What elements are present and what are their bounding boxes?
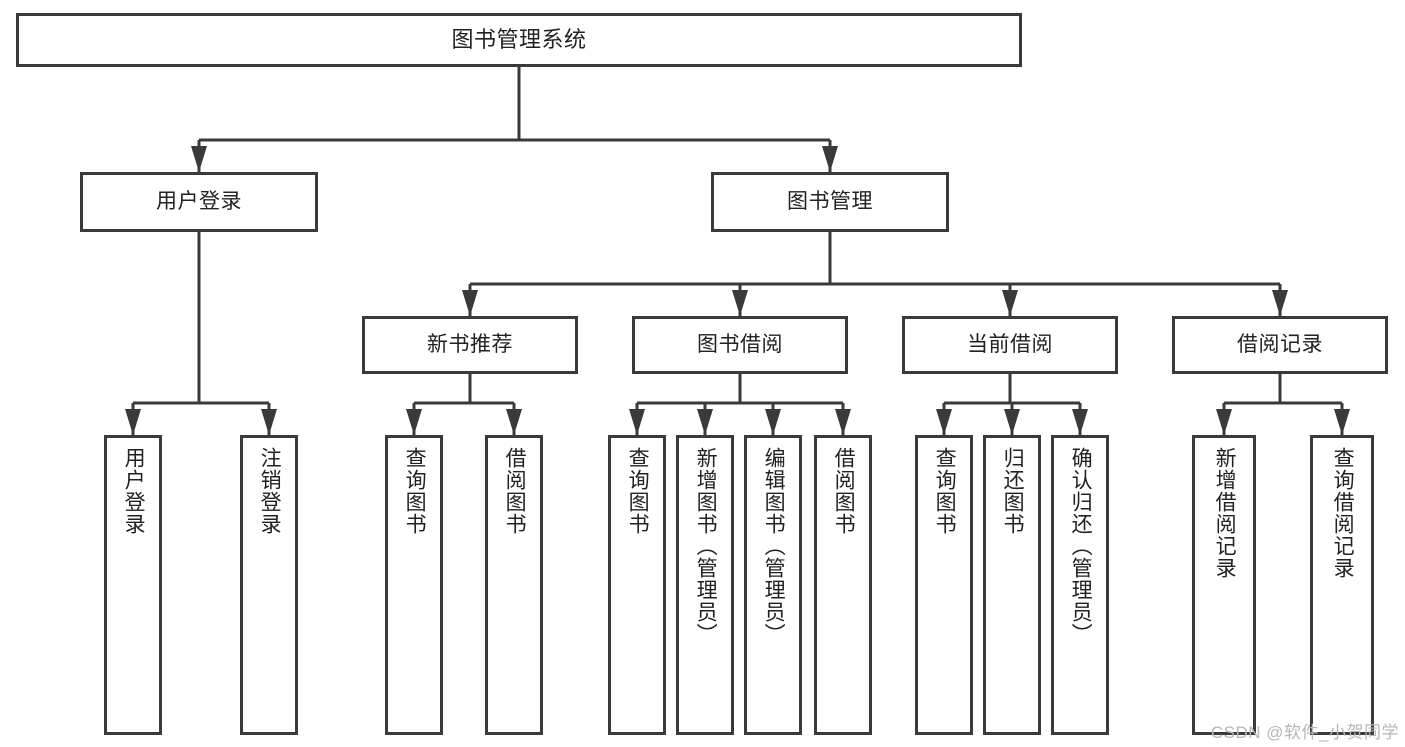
node-label: 新书推荐 <box>427 333 513 357</box>
arrowhead-icon <box>261 409 277 435</box>
node-label: 查询图书 <box>403 447 427 535</box>
node-bookmgmt[interactable]: 图书管理 <box>711 172 949 232</box>
node-leaf-cur-2[interactable]: 归还图书 <box>983 435 1041 735</box>
arrowhead-icon <box>506 409 522 435</box>
arrowhead-icon <box>835 409 851 435</box>
node-label: 用户登录 <box>122 447 146 535</box>
arrowhead-icon <box>1216 409 1232 435</box>
node-label: 图书管理系统 <box>451 26 587 52</box>
arrowhead-icon <box>125 409 141 435</box>
node-label: 图书管理 <box>787 190 873 214</box>
arrowhead-icon <box>732 290 748 316</box>
node-leaf-borrow-4[interactable]: 借阅图书 <box>814 435 872 735</box>
node-leaf-rec-1[interactable]: 新增借阅记录 <box>1192 435 1256 735</box>
node-login[interactable]: 用户登录 <box>80 172 318 232</box>
arrowhead-icon <box>1272 290 1288 316</box>
node-root[interactable]: 图书管理系统 <box>16 13 1022 67</box>
node-records[interactable]: 借阅记录 <box>1172 316 1388 374</box>
node-label: 当前借阅 <box>967 333 1053 357</box>
node-leaf-borrow-2[interactable]: 新增图书（管理员） <box>676 435 734 735</box>
arrowhead-icon <box>1002 290 1018 316</box>
node-leaf-cur-3[interactable]: 确认归还（管理员） <box>1051 435 1109 735</box>
arrowhead-icon <box>462 290 478 316</box>
node-label: 查询借阅记录 <box>1331 447 1355 579</box>
node-label: 图书借阅 <box>697 333 783 357</box>
node-label: 新增图书（管理员） <box>694 447 718 645</box>
node-label: 借阅图书 <box>503 447 527 535</box>
node-label: 查询图书 <box>626 447 650 535</box>
node-leaf-new-1[interactable]: 查询图书 <box>385 435 443 735</box>
arrowhead-icon <box>765 409 781 435</box>
node-leaf-new-2[interactable]: 借阅图书 <box>485 435 543 735</box>
arrowhead-icon <box>822 146 838 172</box>
node-label: 借阅图书 <box>832 447 856 535</box>
arrowhead-icon <box>697 409 713 435</box>
node-label: 借阅记录 <box>1237 333 1323 357</box>
node-borrow[interactable]: 图书借阅 <box>632 316 848 374</box>
arrowhead-icon <box>1004 409 1020 435</box>
arrowhead-icon <box>1334 409 1350 435</box>
node-leaf-rec-2[interactable]: 查询借阅记录 <box>1310 435 1374 735</box>
node-leaf-login-1[interactable]: 用户登录 <box>104 435 162 735</box>
node-newbook[interactable]: 新书推荐 <box>362 316 578 374</box>
node-leaf-borrow-3[interactable]: 编辑图书（管理员） <box>744 435 802 735</box>
node-label: 确认归还（管理员） <box>1069 447 1093 645</box>
node-label: 新增借阅记录 <box>1213 447 1237 579</box>
arrowhead-icon <box>629 409 645 435</box>
node-label: 归还图书 <box>1001 447 1025 535</box>
node-label: 用户登录 <box>156 190 242 214</box>
node-label: 注销登录 <box>258 447 282 535</box>
node-leaf-borrow-1[interactable]: 查询图书 <box>608 435 666 735</box>
node-label: 编辑图书（管理员） <box>762 447 786 645</box>
arrowhead-icon <box>191 146 207 172</box>
arrowhead-icon <box>1072 409 1088 435</box>
node-leaf-cur-1[interactable]: 查询图书 <box>915 435 973 735</box>
arrowhead-icon <box>936 409 952 435</box>
arrowhead-icon <box>406 409 422 435</box>
node-leaf-login-2[interactable]: 注销登录 <box>240 435 298 735</box>
node-current[interactable]: 当前借阅 <box>902 316 1118 374</box>
node-label: 查询图书 <box>933 447 957 535</box>
